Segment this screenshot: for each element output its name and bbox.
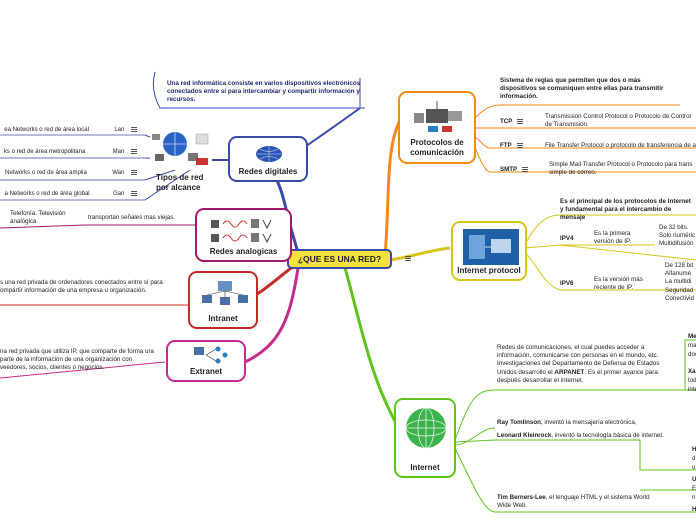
protocol-ftp[interactable]: FTP: [500, 142, 523, 150]
gan-name: Gan: [112, 191, 125, 197]
protocolos-label: Protocolos de comunicación: [410, 138, 464, 157]
wan-desc: Networks o red de área amplia: [5, 170, 87, 176]
right-side-mid-name: Xa: [688, 368, 696, 375]
network-type-wan[interactable]: Networks o red de área amplia Wan: [0, 167, 137, 179]
extranet-node[interactable]: Extranet: [166, 340, 246, 382]
definition-text: Una red informática consiste en varios d…: [167, 80, 361, 104]
right-side-top-line-2: doc: [688, 351, 696, 358]
tcp-description: Transmission Control Protocol o Protocol…: [545, 113, 691, 129]
man-menu-icon[interactable]: [131, 148, 137, 154]
man-desc: ks o red de área metropolitana: [3, 149, 86, 155]
network-types-label: Tipos de red por alcance: [156, 173, 204, 192]
extranet-label: Extranet: [189, 367, 222, 376]
lan-name: Lan: [114, 127, 125, 133]
right-side-low-line-5: E: [692, 485, 696, 492]
analog-examples: Telefonía. Televisión analógica: [10, 210, 66, 226]
extranet-description: na red privada que utiliza IP, que compa…: [0, 348, 154, 372]
right-side-mid-line-1: tod: [688, 377, 696, 384]
right-side-low-line-3: u: [692, 464, 696, 471]
right-side-top-line-1: ma: [688, 342, 696, 349]
ipv6-label[interactable]: IPV6: [560, 280, 574, 287]
gan-menu-icon[interactable]: [131, 190, 137, 196]
network-type-lan[interactable]: ea Networks o red de área local Lan: [0, 124, 137, 136]
ftp-menu-icon[interactable]: [516, 142, 523, 148]
intranet-network-icon: [202, 281, 248, 305]
root-label: ¿QUE ES UNA RED?: [297, 254, 382, 264]
right-side-low-line-7: H: [692, 506, 696, 513]
ipv6-detail: De 128 bit Alfanumé La multidi Seguridad…: [665, 262, 694, 302]
redes-analogicas-label: Redes analogicas: [209, 247, 278, 256]
network-type-man[interactable]: ks o red de área metropolitana Man: [0, 146, 137, 158]
analog-description: transportan señales mas viejas.: [88, 214, 176, 221]
internet-protocol-label: Internet protocol: [457, 266, 521, 275]
right-side-low-line-2: d: [692, 455, 696, 462]
protocol-tcp[interactable]: TCP: [500, 118, 524, 126]
network-globe-icon: [256, 146, 282, 162]
gan-desc: a Networks o red de área global: [4, 191, 90, 197]
internet-description: Redes de comunicaciones, el cual puedes …: [497, 344, 660, 384]
protocolos-description: Sistema de reglas que permiten que dos o…: [500, 77, 664, 101]
root-menu-icon[interactable]: [405, 256, 411, 261]
right-side-low-line-4: U: [692, 476, 696, 483]
protocol-smtp[interactable]: SMTP: [500, 166, 529, 174]
redes-digitales-node[interactable]: Redes digitales: [228, 136, 308, 182]
extranet-network-icon: [194, 346, 228, 364]
wan-name: Wan: [112, 170, 125, 176]
man-name: Man: [112, 149, 125, 155]
network-server-image: [463, 229, 519, 265]
intranet-description: s una red privada de ordenadores conecta…: [0, 279, 163, 295]
internet-node[interactable]: Internet: [394, 398, 456, 478]
protocol-devices-icon: [414, 101, 462, 132]
redes-digitales-label: Redes digitales: [238, 167, 298, 176]
ipv4-description: Es la primera versión de IP.: [594, 230, 632, 246]
ipv4-detail: De 32 bits. Solo numéric Multidifusión: [659, 224, 696, 248]
ftp-description: File Transfer Protocol o protocolo de tr…: [545, 142, 696, 149]
ipv6-description: Es la versión más reciente de IP.: [594, 276, 643, 292]
internet-label: Internet: [410, 463, 440, 472]
right-side-top-name: Me: [688, 333, 696, 340]
lan-desc: ea Networks o red de área local: [4, 127, 89, 133]
person-tomlinson: Ray Tomlinson, inventó la mensajería ele…: [497, 419, 637, 426]
root-node[interactable]: ¿QUE ES UNA RED?: [287, 249, 392, 269]
wan-menu-icon[interactable]: [131, 169, 137, 175]
internet-globe-icon: [405, 407, 447, 449]
person-berners-lee: Tim Berners-Lee, el lenguaje HTML y el s…: [497, 494, 650, 510]
smtp-menu-icon[interactable]: [522, 166, 529, 172]
right-side-low-line-1: H: [692, 446, 696, 453]
intranet-node[interactable]: Intranet: [188, 271, 258, 329]
right-side-mid-line-2: inte: [688, 386, 696, 393]
internet-protocol-node[interactable]: Internet protocol: [451, 221, 527, 281]
lan-menu-icon[interactable]: [131, 126, 137, 132]
right-side-low-line-6: n: [692, 494, 696, 501]
tcp-menu-icon[interactable]: [517, 118, 524, 124]
intranet-label: Intranet: [208, 314, 238, 323]
protocolos-node[interactable]: Protocolos de comunicación: [398, 91, 476, 164]
network-type-gan[interactable]: a Networks o red de área global Gan: [0, 188, 137, 200]
smtp-description: Simple Mail Transfer Protocol o Protocol…: [549, 161, 693, 177]
network-types-image: [150, 128, 212, 170]
analog-signal-icon: [211, 219, 272, 244]
redes-analogicas-node[interactable]: Redes analogicas: [195, 208, 292, 262]
internet-protocol-description: Es el principal de los protocolos de Int…: [560, 198, 691, 222]
ipv4-label[interactable]: IPV4: [560, 235, 574, 242]
person-kleinrock: Leonard Kleinrock, inventó la tecnología…: [497, 432, 664, 439]
